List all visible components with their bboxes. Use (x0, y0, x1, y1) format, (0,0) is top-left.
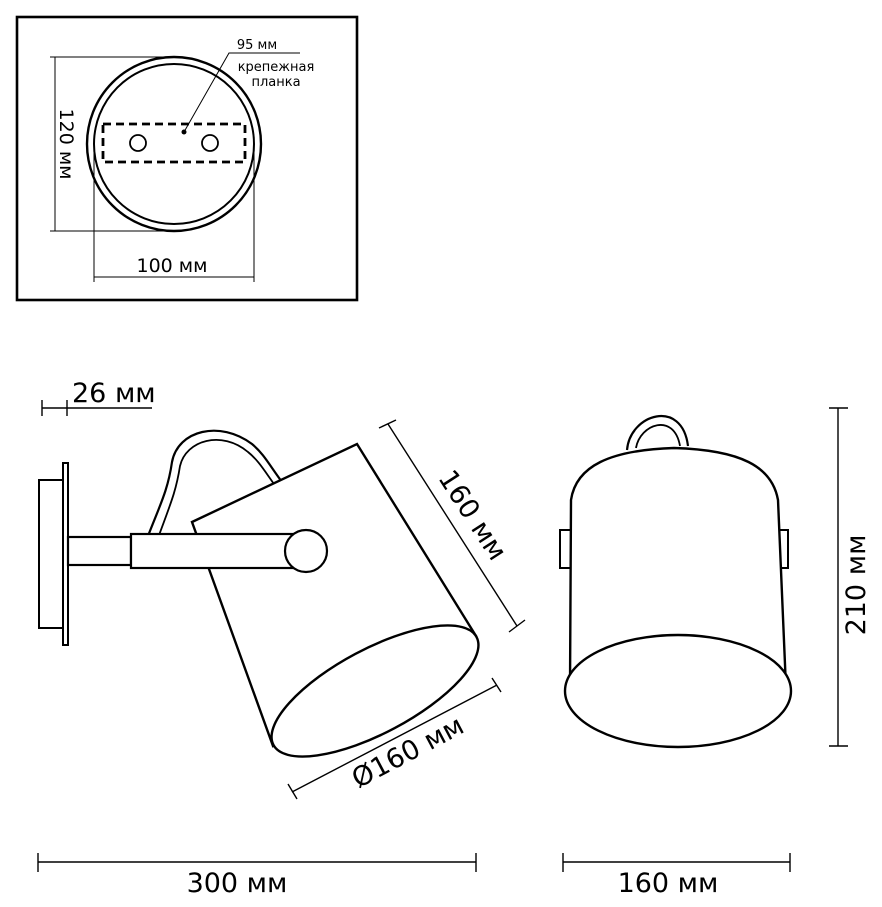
bracket-name-line2: планка (251, 75, 300, 90)
base-plate-inset: 95 мм крепежная планка 120 мм 100 мм (15, 15, 359, 302)
front-loop (625, 415, 690, 451)
lamp-arm-front (129, 532, 303, 570)
bracket-hole-left (129, 134, 147, 152)
base-depth-label: 26 мм (72, 378, 156, 409)
base-outer-circle (85, 55, 263, 233)
shade-length-label: 160 мм (432, 465, 513, 566)
lamp-shade-front (568, 446, 788, 690)
shade-opening-front (563, 633, 793, 749)
mounting-bracket (101, 122, 247, 164)
inset-frame (15, 15, 359, 302)
shade-length-dimension-line (387, 423, 518, 627)
base-inner-circle (93, 63, 255, 225)
front-width-label: 160 мм (618, 868, 719, 899)
base-height-label: 120 мм (55, 109, 77, 180)
bottom-dimensions: 300 мм 160 мм (37, 853, 791, 899)
wall-base-side (38, 479, 64, 629)
bracket-width-label: 95 мм (237, 38, 277, 53)
lamp-arm-rear (66, 535, 133, 567)
shade-diameter-dimension-line (291, 684, 498, 793)
bracket-leader (183, 52, 300, 133)
bracket-hole-right (201, 134, 219, 152)
base-width-label: 100 мм (137, 255, 208, 277)
side-view: 26 мм 160 мм Ø160 мм (38, 378, 526, 800)
front-height-label: 210 мм (841, 535, 872, 636)
bracket-name-line1: крепежная (238, 60, 315, 75)
power-cable (146, 429, 283, 537)
front-view: 210 мм (559, 407, 872, 749)
total-length-label: 300 мм (187, 868, 288, 899)
shade-opening-side (270, 624, 480, 758)
pivot-knob (283, 528, 329, 574)
